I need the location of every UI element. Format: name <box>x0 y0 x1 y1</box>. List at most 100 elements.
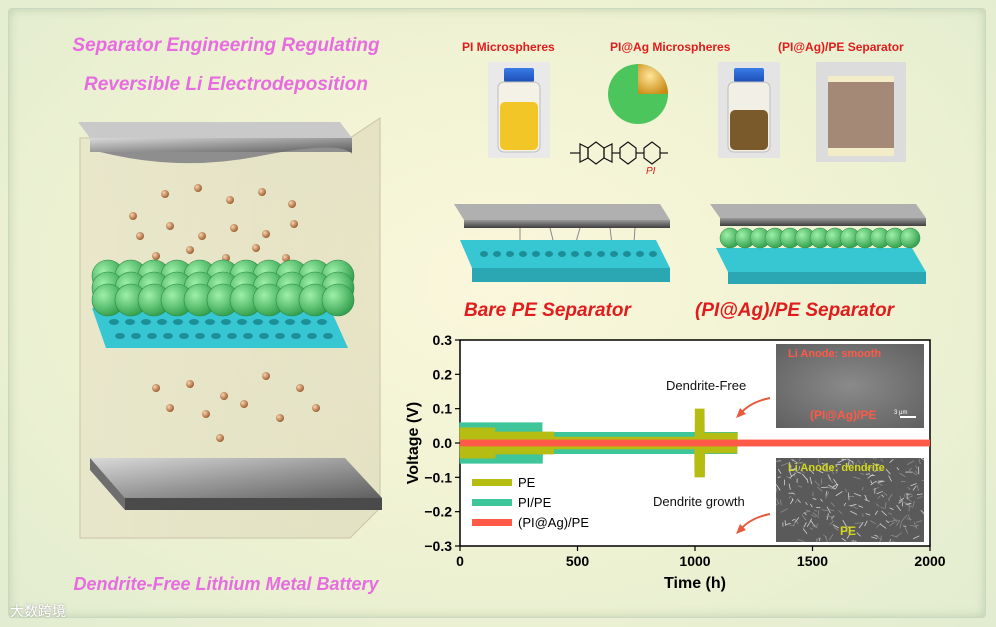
materials-illustration: PI <box>488 62 906 177</box>
mesh-pore <box>307 333 317 339</box>
li-ion <box>202 410 210 418</box>
li-dendrites-icon <box>519 227 636 245</box>
y-tick-label: 0.2 <box>433 366 453 382</box>
sem-top-sample: (PI@Ag)/PE <box>810 408 877 422</box>
mesh-pore <box>545 251 553 257</box>
mesh-pore <box>323 333 333 339</box>
li-ion <box>262 230 270 238</box>
series-band <box>460 439 930 447</box>
legend-label: PE <box>518 475 536 490</box>
label-piag-microspheres: PI@Ag Microspheres <box>610 40 731 54</box>
pi-chem-label: PI <box>646 166 656 177</box>
sem-top-title: Li Anode: smooth <box>788 348 882 360</box>
li-ion <box>276 414 284 422</box>
li-ion <box>288 200 296 208</box>
jar-cap-icon-2 <box>734 68 764 82</box>
mesh-pore <box>532 251 540 257</box>
li-ion <box>194 184 202 192</box>
mesh-pore <box>195 333 205 339</box>
coated-sphere-layer <box>719 227 921 249</box>
pi-powder <box>500 102 538 150</box>
li-ion <box>161 190 169 198</box>
pi-chemical-structure-icon <box>570 141 668 165</box>
li-ion <box>230 224 238 232</box>
mesh-pore <box>179 333 189 339</box>
mesh-pore <box>147 333 157 339</box>
y-tick-label: 0.1 <box>433 401 453 417</box>
arrow-dendrite-free-icon <box>736 397 771 418</box>
y-tick-label: 0.3 <box>433 332 453 348</box>
li-ion <box>198 232 206 240</box>
annotation-dendrite-free: Dendrite-Free <box>666 378 747 393</box>
series-PI/PE <box>459 422 738 464</box>
mesh-pore <box>163 333 173 339</box>
mesh-pore <box>227 333 237 339</box>
legend-swatch <box>472 499 512 506</box>
deposited-li-top <box>100 147 352 164</box>
jar-cap-icon <box>504 68 534 82</box>
mesh-pore <box>301 319 311 325</box>
battery-illustration <box>78 117 382 539</box>
mesh-pores <box>109 319 333 339</box>
x-tick-label: 0 <box>456 553 464 569</box>
bottom-title: Dendrite-Free Lithium Metal Battery <box>73 574 379 594</box>
legend-swatch <box>472 479 512 486</box>
mesh-pore <box>259 333 269 339</box>
sem-inset-dendrite: Li Anode: dendrite PE <box>776 458 924 542</box>
li-ion <box>136 232 144 240</box>
arrow-dendrite-growth-icon <box>736 513 771 534</box>
pe-mesh-layer <box>92 308 348 348</box>
bottom-electrode-side <box>90 458 125 510</box>
li-ion <box>312 404 320 412</box>
x-tick-label: 500 <box>566 553 590 569</box>
mesh-pore <box>131 333 141 339</box>
mesh-pore <box>584 251 592 257</box>
coated-top-plate-side <box>720 218 926 226</box>
mesh-pore <box>480 251 488 257</box>
li-ion <box>258 188 266 196</box>
li-ion <box>186 380 194 388</box>
li-ion <box>152 252 160 260</box>
legend-swatch <box>472 519 512 526</box>
label-piag-pe-separator: (PI@Ag)/PE Separator <box>778 40 904 54</box>
series-(PI@Ag)/PE <box>460 439 930 447</box>
separator-illustrations <box>454 204 926 284</box>
mesh-pore <box>115 333 125 339</box>
mesh-pore <box>253 319 263 325</box>
li-ion <box>282 254 290 262</box>
li-ion <box>226 196 234 204</box>
sem-dendrite-texture <box>776 458 924 542</box>
series-PE <box>459 408 738 478</box>
mesh-pore <box>519 251 527 257</box>
mesh-pore <box>506 251 514 257</box>
mesh-pore <box>558 251 566 257</box>
legend-label: PI/PE <box>518 495 552 510</box>
li-ion <box>186 246 194 254</box>
sem-inset-smooth: 3 μm Li Anode: smooth (PI@Ag)/PE <box>776 344 924 428</box>
li-ion <box>216 434 224 442</box>
mesh-pore <box>571 251 579 257</box>
mesh-pore <box>317 319 327 325</box>
pi-ag-sphere <box>899 227 921 249</box>
x-axis-label: Time (h) <box>664 575 726 592</box>
bottom-electrode-edge <box>125 498 382 510</box>
y-axis-label: Voltage (V) <box>405 402 422 484</box>
mesh-pore <box>211 333 221 339</box>
coated-pe-mesh-side <box>728 272 926 284</box>
title-line-2: Reversible Li Electrodeposition <box>83 74 369 95</box>
mesh-pore <box>610 251 618 257</box>
mesh-pore <box>189 319 199 325</box>
mesh-pore <box>597 251 605 257</box>
separator-roll-icon <box>828 76 894 154</box>
mesh-pore <box>285 319 295 325</box>
mesh-pore <box>291 333 301 339</box>
bare-top-plate-side <box>464 220 670 228</box>
separator-roll-top <box>828 76 894 82</box>
x-tick-label: 1000 <box>679 553 710 569</box>
series-line <box>459 408 738 478</box>
coated-top-plate <box>710 204 926 218</box>
sem-bottom-sample: PE <box>840 524 857 538</box>
mesh-pore <box>243 333 253 339</box>
mesh-pore <box>109 319 119 325</box>
li-ion <box>166 404 174 412</box>
